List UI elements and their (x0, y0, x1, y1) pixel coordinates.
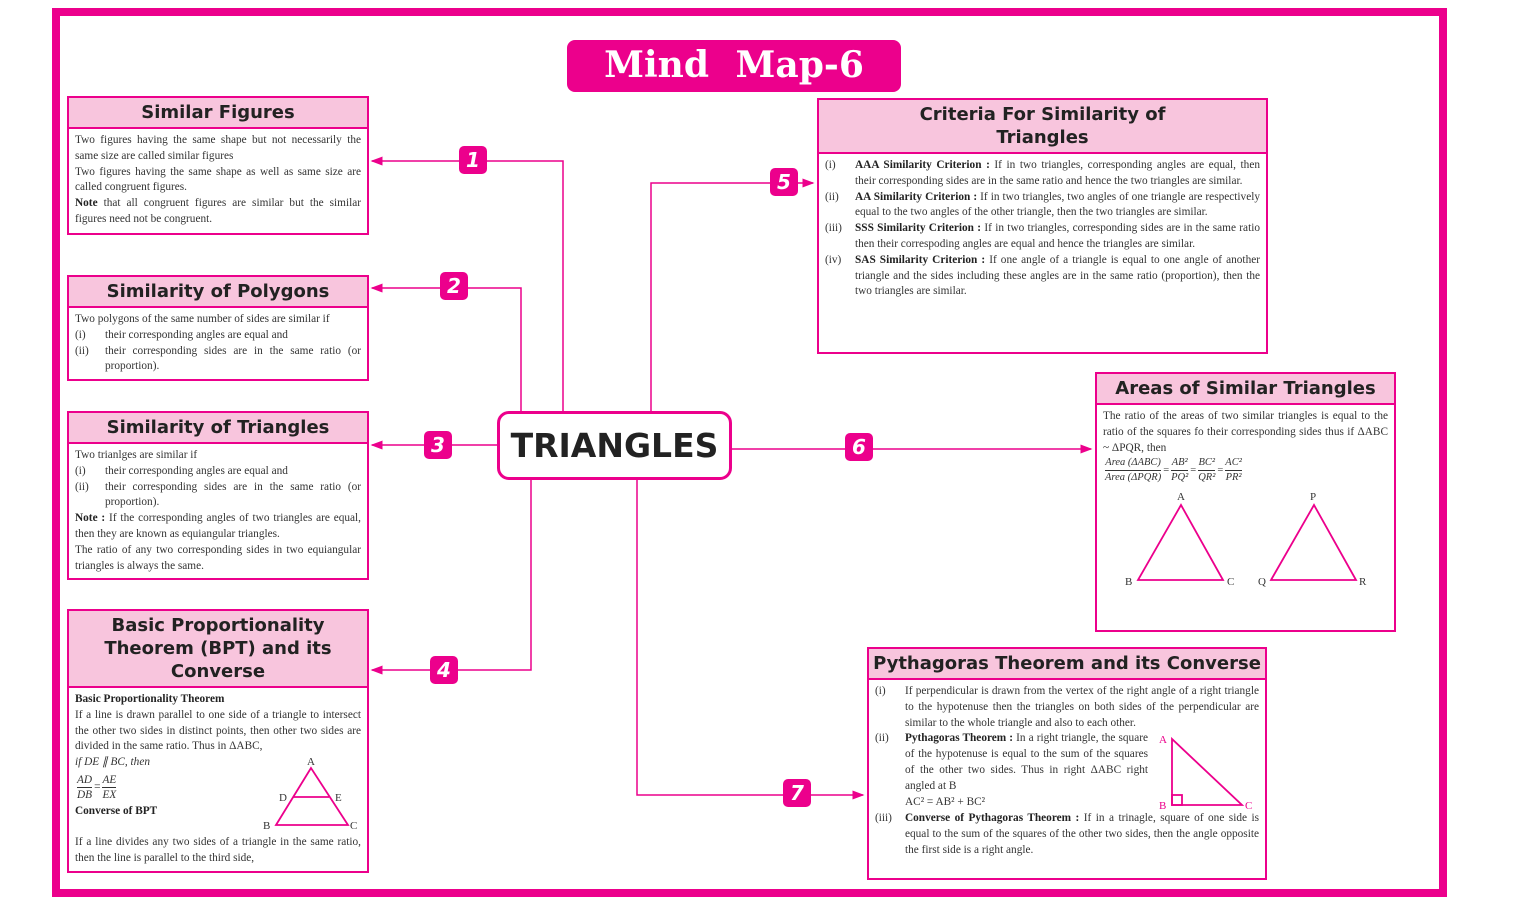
areas-box: Areas of Similar Triangles The ratio of … (1095, 372, 1396, 632)
list-item: (iii)Converse of Pythagoras Theorem : If… (875, 812, 1259, 856)
triangle-pqr (1269, 503, 1358, 582)
paragraph: Two polygons of the same number of sides… (75, 313, 330, 325)
badge-1: 1 (459, 146, 487, 174)
similarity-of-triangles-box: Similarity of Triangles Two trianlges ar… (67, 411, 369, 581)
badge-4: 4 (430, 656, 458, 684)
central-topic: TRIANGLES (497, 411, 732, 480)
badge-5: 5 (770, 168, 798, 196)
similar-figures-box: Similar Figures Two figures having the s… (67, 96, 369, 235)
vertex-label: C (1245, 800, 1252, 811)
similarity-of-polygons-box: Similarity of Polygons Two polygons of t… (67, 275, 369, 382)
list-item: (i)their corresponding angles are equal … (75, 328, 288, 341)
vertex-label: R (1359, 576, 1367, 588)
box-heading: Criteria For Similarity of Triangles (819, 100, 1266, 154)
fraction: Area (ΔABC)Area (ΔPQR) (1105, 457, 1162, 484)
page-frame (52, 8, 1447, 897)
connector-2 (370, 283, 522, 411)
list-item: (iv)SAS Similarity Criterion : If one an… (825, 253, 1260, 298)
vertex-label: D (279, 792, 287, 804)
badge-7: 7 (783, 779, 811, 807)
box-heading: Similarity of Triangles (69, 413, 367, 444)
badge-6: 6 (845, 433, 873, 461)
vertex-label: E (335, 792, 342, 804)
list-item: (ii)their corresponding sides are in the… (75, 480, 361, 509)
vertex-label: A (307, 756, 315, 768)
list-item: (i)If perpendicular is drawn from the ve… (875, 685, 1259, 729)
criteria-box: Criteria For Similarity of Triangles (i)… (817, 98, 1268, 354)
note-label: Note : (75, 512, 106, 525)
connector-4 (370, 480, 532, 675)
box-heading: Pythagoras Theorem and its Converse (869, 649, 1265, 680)
bpt-box: Basic Proportionality Theorem (BPT) and … (67, 609, 369, 873)
vertex-label: B (1159, 800, 1166, 811)
paragraph: The ratio of any two corresponding sides… (75, 543, 361, 572)
note-text: that all congruent figures are similar b… (75, 197, 361, 225)
box-heading: Areas of Similar Triangles (1097, 374, 1394, 405)
triangle-abc (1136, 503, 1225, 582)
list-item: (iii)SSS Similarity Criterion : If in tw… (825, 222, 1260, 250)
subheading: Converse of BPT (75, 804, 158, 817)
vertex-label: A (1177, 491, 1185, 503)
paragraph: The ratio of the areas of two similar tr… (1103, 410, 1388, 454)
badge-2: 2 (440, 272, 468, 300)
paragraph: If a line is drawn parallel to one side … (75, 708, 361, 753)
box-heading: Similar Figures (69, 98, 367, 129)
vertex-label: A (1159, 734, 1167, 746)
bpt-triangle-diagram: A D E B C (263, 756, 357, 831)
paragraph: Two figures having the same shape as wel… (75, 165, 361, 194)
paragraph: If a line divides any two sides of a tri… (75, 836, 361, 864)
vertex-label: B (1125, 576, 1132, 588)
list-item: (ii)AA Similarity Criterion : If in two … (825, 190, 1260, 219)
right-triangle-diagram: A B C (1159, 734, 1252, 811)
list-item: (i)AAA Similarity Criterion : If in two … (825, 159, 1260, 187)
vertex-label: B (263, 820, 270, 831)
paragraph: Two figures having the same shape but no… (75, 134, 361, 162)
right-angle-mark (1171, 794, 1183, 807)
vertex-label: Q (1258, 576, 1266, 588)
connector-7 (636, 480, 865, 800)
vertex-label: C (1227, 576, 1234, 588)
note-label: Note (75, 197, 98, 210)
box-heading: Similarity of Polygons (69, 277, 367, 308)
note: Note : If the corresponding angles of tw… (75, 511, 361, 543)
connector-1 (370, 156, 564, 411)
paragraph: if DE ∥ BC, then (75, 756, 150, 769)
pythagoras-box: Pythagoras Theorem and its Converse (i)I… (867, 647, 1267, 880)
page-title: Mind Map-6 (567, 40, 901, 92)
vertex-label: C (350, 820, 357, 831)
box-heading: Basic Proportionality Theorem (BPT) and … (69, 611, 367, 688)
list-item: (ii)their corresponding sides are in the… (75, 344, 361, 373)
paragraph: Two trianlges are similar if (75, 449, 198, 461)
pythagoras-equation: AC² = AB² + BC² (905, 795, 986, 808)
vertex-label: P (1310, 491, 1316, 503)
subheading: Basic Proportionality Theorem (75, 693, 225, 705)
badge-3: 3 (424, 431, 452, 459)
note: Note that all congruent figures are simi… (75, 196, 361, 228)
connector-5 (650, 178, 815, 411)
similar-triangles-diagram: A B C P Q R (1125, 491, 1367, 588)
list-item: (i)their corresponding angles are equal … (75, 464, 288, 477)
list-item: (ii)Pythagoras Theorem : In a right tria… (875, 732, 1148, 808)
note-text: If the corresponding angles of two trian… (75, 512, 362, 540)
